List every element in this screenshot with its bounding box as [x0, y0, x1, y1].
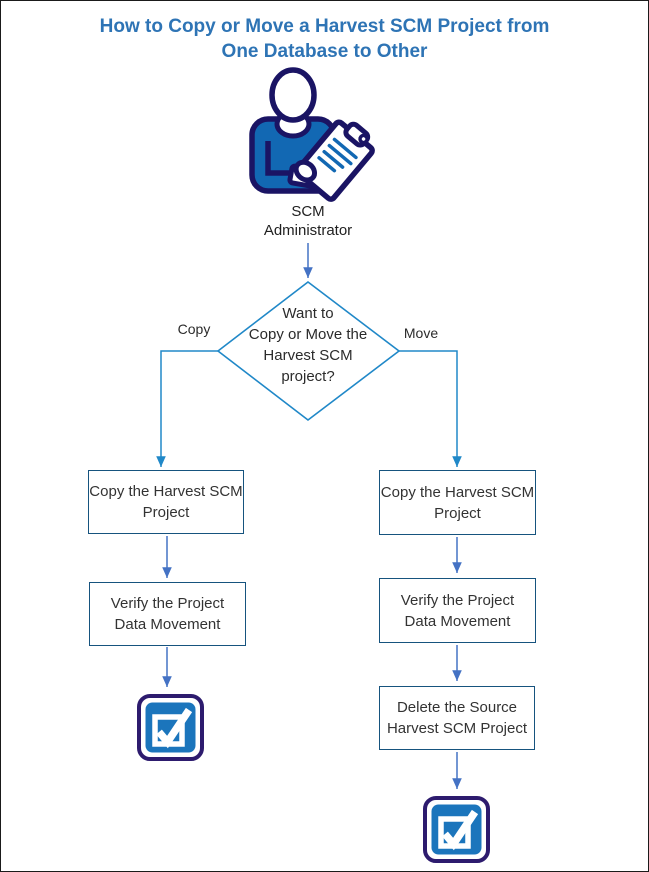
step-label: Copy the Harvest SCM Project: [380, 483, 535, 522]
connector-copy-branch: [156, 350, 218, 467]
step-delete-source-project: Delete the Source Harvest SCM Project: [379, 686, 535, 750]
step-copy-project-left: Copy the Harvest SCM Project: [88, 470, 244, 534]
checked-checkbox-icon: [423, 796, 490, 863]
person-with-clipboard-icon: [249, 67, 375, 202]
clipboard-text-lines: [317, 137, 358, 173]
step-label: Copy the Harvest SCM Project: [89, 483, 243, 521]
person-head: [269, 67, 317, 123]
actor-label: SCM Administrator: [263, 203, 353, 239]
step-verify-data-right: Verify the Project Data Movement: [379, 578, 536, 643]
step-label: Verify the Project Data Movement: [400, 591, 515, 630]
clipboard: [293, 119, 375, 202]
person-hand: [293, 159, 318, 183]
branch-label-copy: Copy: [177, 321, 211, 337]
branch-label-move: Move: [403, 325, 439, 341]
step-copy-project-right: Copy the Harvest SCM Project: [379, 470, 536, 535]
decision-question: Want to Copy or Move the Harvest SCM pro…: [248, 305, 368, 385]
connector-move-branch: [399, 350, 462, 467]
clipboard-ring: [358, 133, 369, 145]
checked-checkbox-icon: [137, 694, 204, 761]
step-verify-data-left: Verify the Project Data Movement: [89, 582, 246, 646]
step-label: Verify the Project Data Movement: [110, 595, 225, 633]
step-label: Delete the Source Harvest SCM Project: [386, 699, 528, 737]
page-title: How to Copy or Move a Harvest SCM Projec…: [99, 16, 550, 62]
decision-diamond-shape: [216, 280, 401, 422]
